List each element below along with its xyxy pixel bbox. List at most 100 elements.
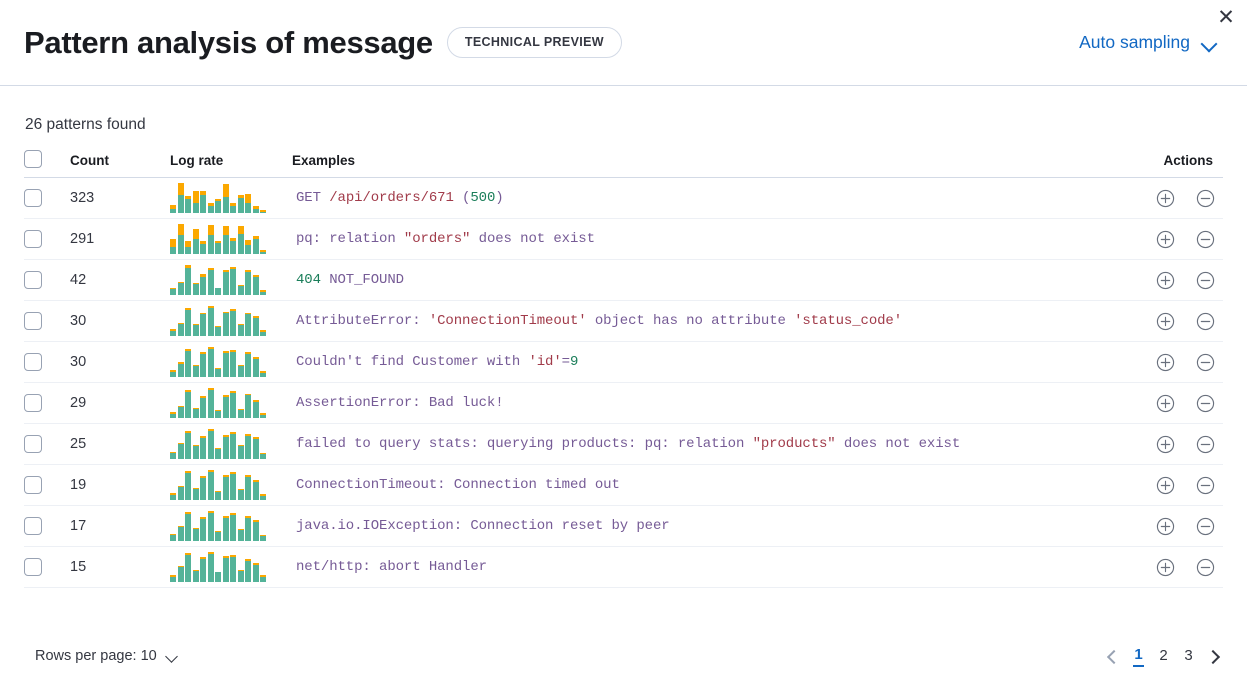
log-rate-bar — [185, 224, 191, 254]
flyout-body: 26 patterns found Count Log rate Example… — [0, 86, 1247, 588]
circle-minus-icon[interactable] — [1196, 230, 1215, 249]
cell-log-rate[interactable] — [170, 301, 292, 342]
log-rate-bar — [207, 183, 214, 213]
circle-minus-icon[interactable] — [1196, 476, 1215, 495]
column-header-count[interactable]: Count — [70, 153, 109, 168]
column-header-examples[interactable]: Examples — [292, 153, 356, 168]
circle-plus-icon[interactable] — [1156, 353, 1175, 372]
header-right: Auto sampling — [1079, 32, 1223, 53]
example-token: /api/orders/671 — [329, 190, 454, 206]
circle-plus-icon[interactable] — [1156, 476, 1175, 495]
cell-actions — [1117, 260, 1223, 301]
chevron-left-icon[interactable] — [1106, 649, 1119, 664]
chevron-down-icon[interactable] — [166, 650, 179, 663]
page-button-1[interactable]: 1 — [1133, 645, 1144, 667]
row-checkbox[interactable] — [24, 271, 42, 289]
example-token: AttributeError: — [296, 313, 429, 329]
column-header-log-rate[interactable]: Log rate — [170, 153, 224, 168]
log-rate-sparkline — [170, 224, 266, 254]
circle-plus-icon[interactable] — [1156, 271, 1175, 290]
cell-actions — [1117, 424, 1223, 465]
circle-minus-icon[interactable] — [1196, 517, 1215, 536]
cell-count: 323 — [70, 190, 95, 206]
circle-plus-icon[interactable] — [1156, 189, 1175, 208]
auto-sampling-button[interactable]: Auto sampling — [1079, 32, 1190, 52]
cell-log-rate[interactable] — [170, 424, 292, 465]
cell-log-rate[interactable] — [170, 260, 292, 301]
log-rate-bar — [230, 265, 236, 295]
log-rate-bar — [200, 183, 206, 213]
row-checkbox[interactable] — [24, 476, 42, 494]
page-button-3[interactable]: 3 — [1184, 647, 1193, 664]
cell-actions — [1117, 178, 1223, 219]
chevron-down-icon[interactable] — [1201, 35, 1217, 51]
circle-plus-icon[interactable] — [1156, 435, 1175, 454]
log-rate-bar — [177, 388, 184, 418]
chevron-right-icon[interactable] — [1208, 649, 1221, 664]
circle-minus-icon[interactable] — [1196, 435, 1215, 454]
circle-plus-icon[interactable] — [1156, 517, 1175, 536]
circle-minus-icon[interactable] — [1196, 312, 1215, 331]
cell-log-rate[interactable] — [170, 178, 292, 219]
log-rate-bar — [177, 511, 184, 541]
circle-minus-icon[interactable] — [1196, 189, 1215, 208]
table-header: Count Log rate Examples Actions — [24, 150, 1223, 178]
cell-count: 15 — [70, 559, 87, 575]
flyout-header: Pattern analysis of message TECHNICAL PR… — [0, 0, 1247, 86]
log-rate-bar — [170, 429, 176, 459]
page-title: Pattern analysis of message — [24, 24, 433, 60]
log-rate-bar — [170, 306, 176, 336]
log-rate-bar — [200, 224, 206, 254]
row-checkbox[interactable] — [24, 435, 42, 453]
cell-log-rate[interactable] — [170, 383, 292, 424]
row-checkbox[interactable] — [24, 353, 42, 371]
log-rate-bar — [200, 388, 206, 418]
row-checkbox[interactable] — [24, 189, 42, 207]
page-button-2[interactable]: 2 — [1159, 647, 1168, 664]
cell-log-rate[interactable] — [170, 465, 292, 506]
row-checkbox[interactable] — [24, 394, 42, 412]
cell-log-rate[interactable] — [170, 342, 292, 383]
circle-minus-icon[interactable] — [1196, 353, 1215, 372]
cell-example: ConnectionTimeout: Connection timed out — [292, 465, 1117, 506]
circle-minus-icon[interactable] — [1196, 271, 1215, 290]
row-checkbox[interactable] — [24, 517, 42, 535]
cell-log-rate[interactable] — [170, 506, 292, 547]
cell-count: 30 — [70, 354, 87, 370]
row-checkbox[interactable] — [24, 558, 42, 576]
select-all-checkbox[interactable] — [24, 150, 42, 168]
technical-preview-badge: TECHNICAL PREVIEW — [446, 27, 622, 58]
log-rate-bar — [252, 388, 259, 418]
pagination: 1 2 3 — [1106, 645, 1223, 667]
row-checkbox[interactable] — [24, 312, 42, 330]
log-rate-bar — [185, 511, 191, 541]
table-row[interactable]: 15 net/http: abort Handler — [24, 547, 1223, 588]
circle-plus-icon[interactable] — [1156, 230, 1175, 249]
log-rate-bar — [170, 388, 176, 418]
cell-log-rate[interactable] — [170, 219, 292, 260]
circle-plus-icon[interactable] — [1156, 394, 1175, 413]
circle-minus-icon[interactable] — [1196, 558, 1215, 577]
circle-plus-icon[interactable] — [1156, 558, 1175, 577]
rows-per-page-select[interactable]: Rows per page: 10 — [24, 648, 179, 664]
log-rate-bar — [170, 552, 176, 582]
log-rate-bar — [222, 183, 229, 213]
close-icon[interactable]: ✕ — [1213, 4, 1239, 30]
log-rate-bar — [230, 347, 236, 377]
circle-plus-icon[interactable] — [1156, 312, 1175, 331]
cell-log-rate[interactable] — [170, 547, 292, 588]
circle-minus-icon[interactable] — [1196, 394, 1215, 413]
cell-example: net/http: abort Handler — [292, 547, 1117, 588]
row-checkbox[interactable] — [24, 230, 42, 248]
example-token: 'ConnectionTimeout' — [428, 313, 587, 329]
cell-count: 29 — [70, 395, 87, 411]
